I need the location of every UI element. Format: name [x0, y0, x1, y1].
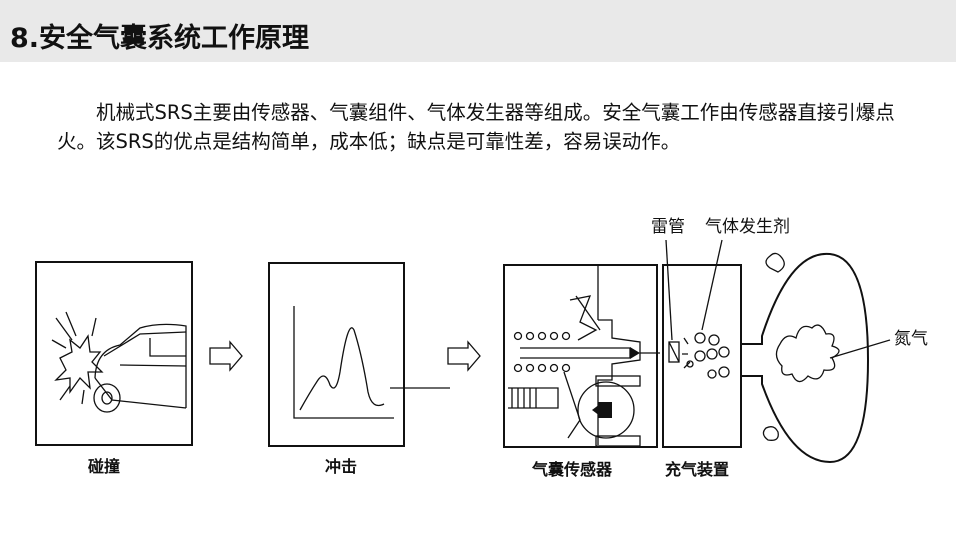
airbag	[741, 252, 891, 464]
title-bar: 8.安全气囊系统工作原理	[0, 0, 956, 62]
label-gas-generant: 气体发生剂	[705, 217, 790, 237]
collision-panel	[35, 261, 193, 446]
label-detonator: 雷管	[651, 217, 685, 237]
airbag-sensor-panel	[503, 264, 660, 448]
inflator-panel	[662, 239, 742, 448]
flow-arrow-1	[209, 340, 243, 372]
body-paragraph: 机械式SRS主要由传感器、气囊组件、气体发生器等组成。安全气囊工作由传感器直接引…	[57, 101, 895, 153]
impact-panel	[268, 262, 450, 447]
label-airbag-sensor: 气囊传感器	[531, 460, 613, 479]
flow-arrow-2	[447, 340, 481, 372]
label-inflator: 充气装置	[665, 460, 729, 479]
label-impact: 冲击	[325, 457, 357, 476]
label-nitrogen: 氮气	[894, 329, 928, 349]
slide-title: 8.安全气囊系统工作原理	[10, 23, 310, 54]
label-collision: 碰撞	[88, 457, 120, 476]
